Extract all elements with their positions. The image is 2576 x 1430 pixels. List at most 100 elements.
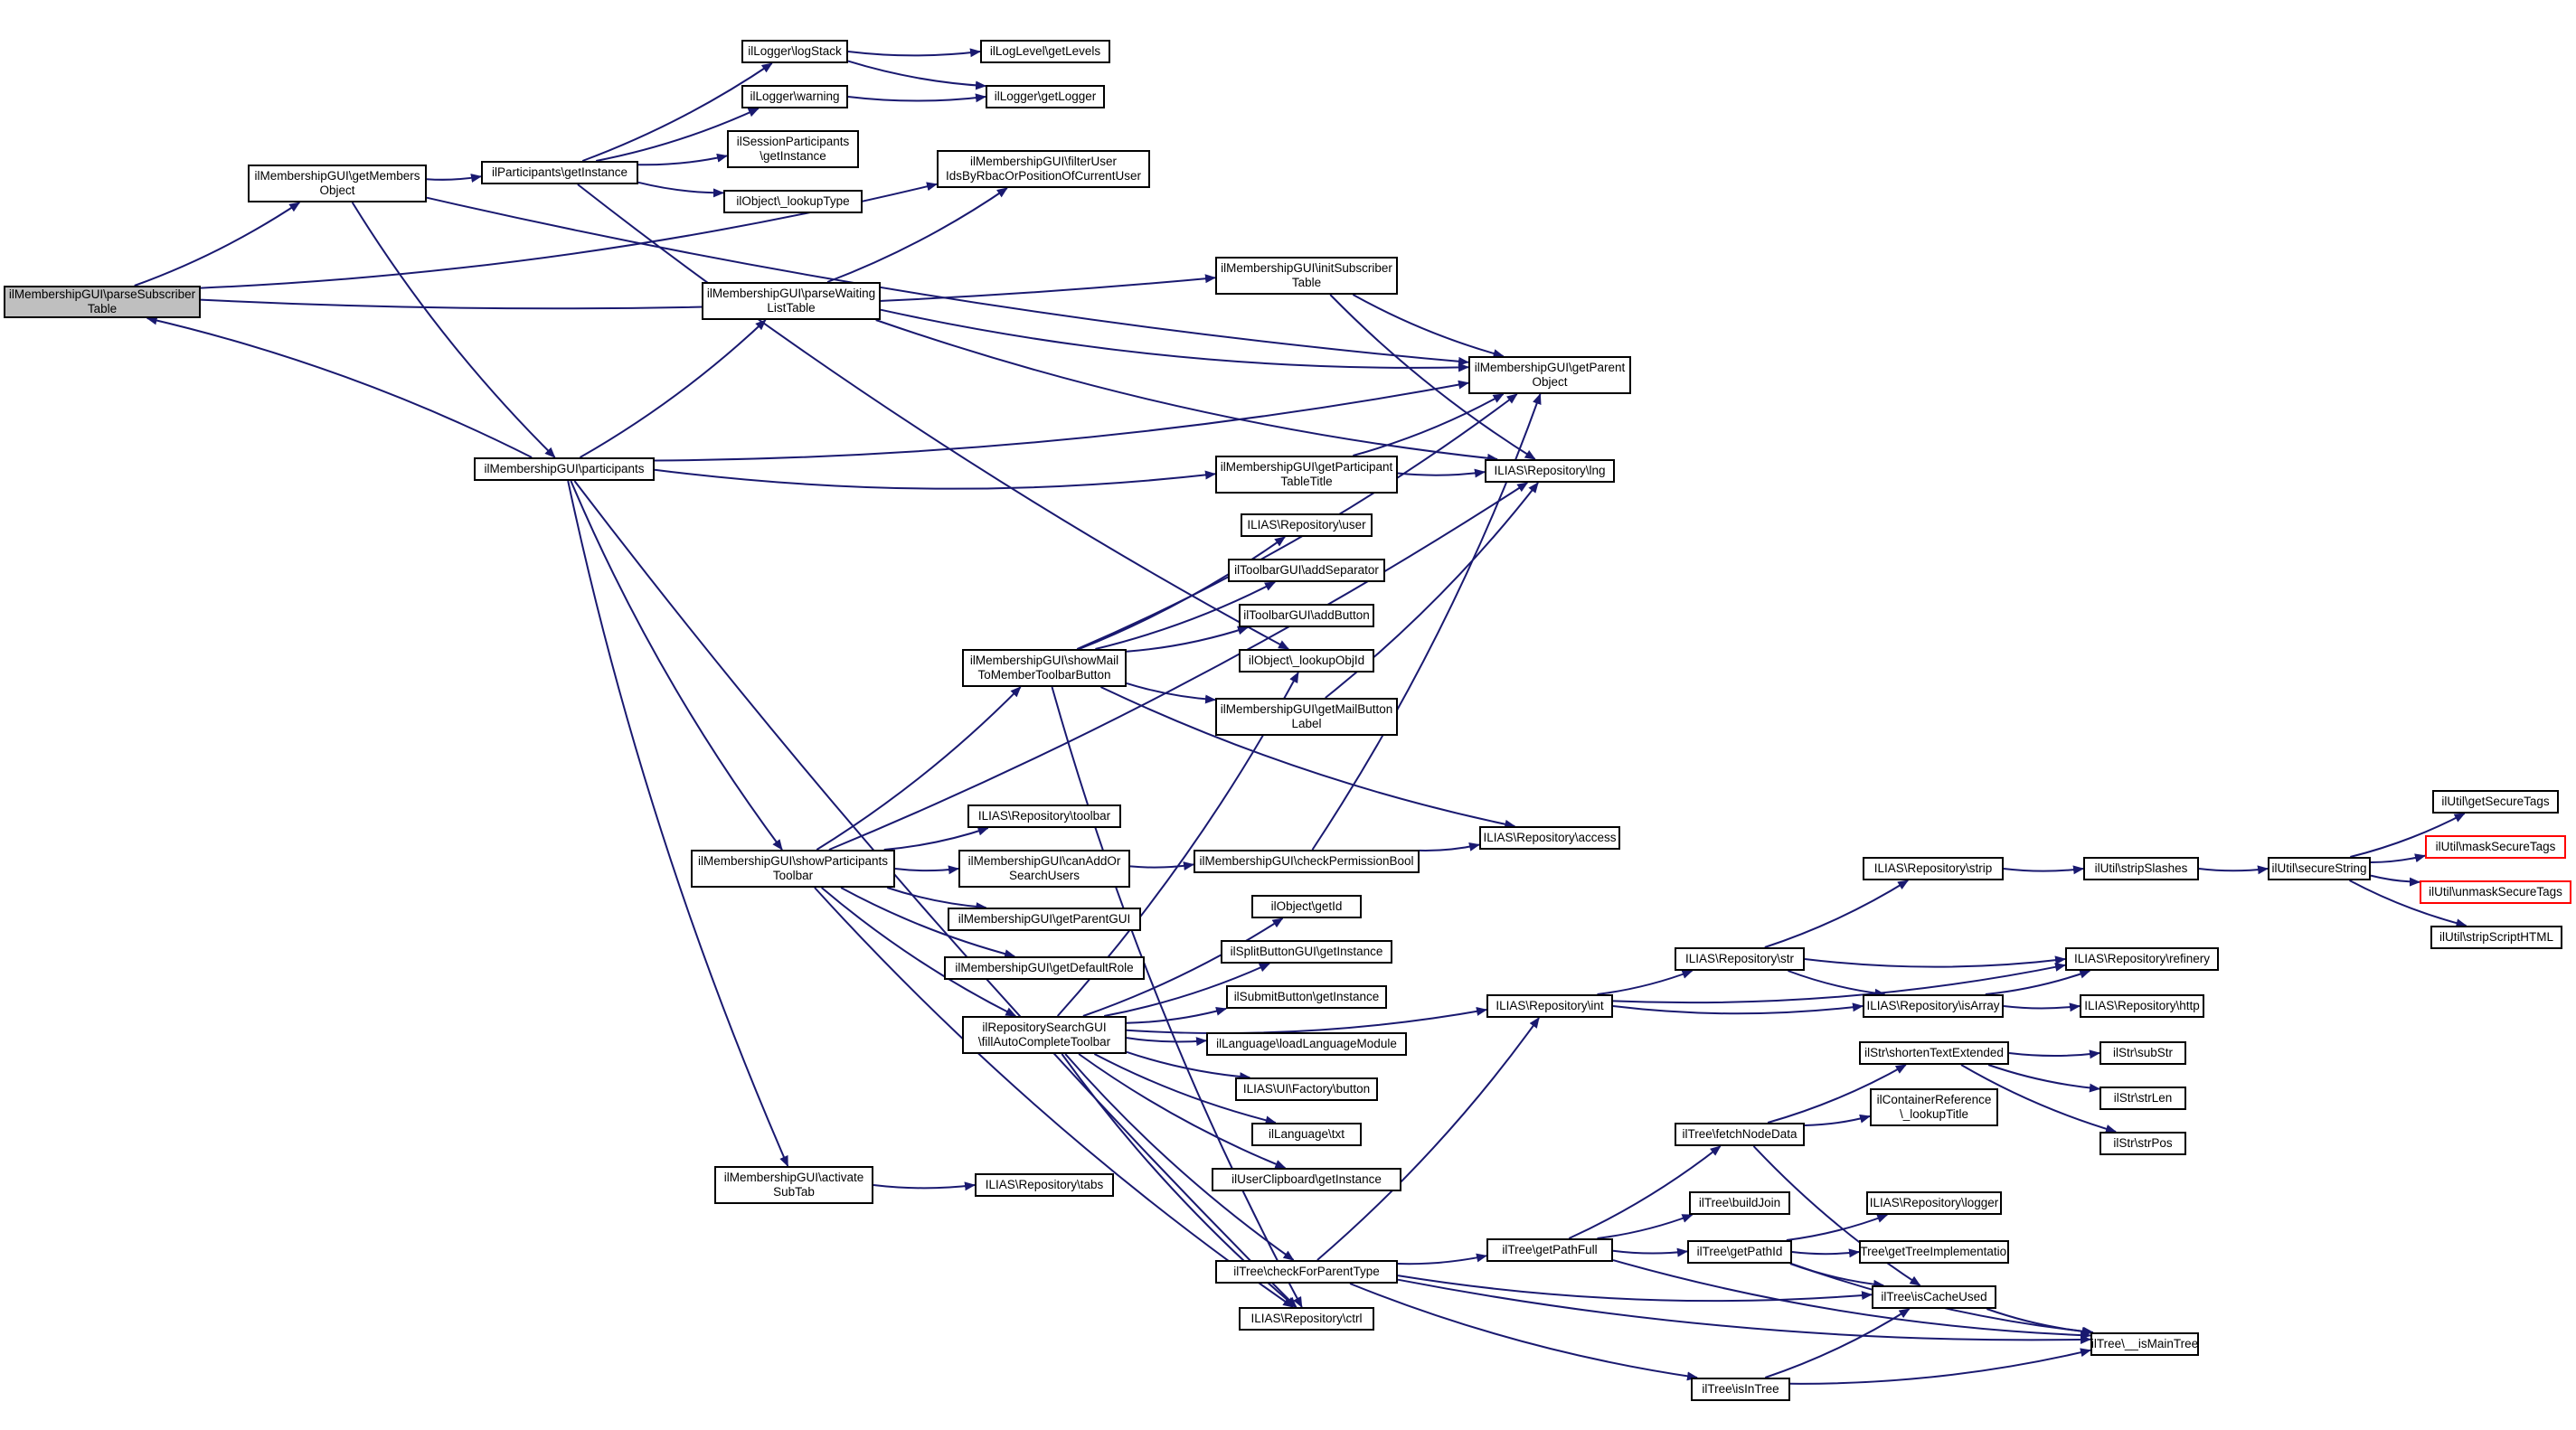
edge-parse-waiting-list-table-to-get-parent-object	[880, 308, 1469, 372]
node-can-add-or-search-users[interactable]: ilMembershipGUI\canAddOr SearchUsers	[958, 850, 1130, 888]
node-filter-user[interactable]: ilMembershipGUI\filterUser IdsByRbacOrPo…	[937, 150, 1150, 188]
edge-participants-to-show-participants-toolbar	[570, 480, 783, 851]
node-get-members-object[interactable]: ilMembershipGUI\getMembers Object	[248, 165, 427, 202]
node-refinery[interactable]: ILIAS\Repository\refinery	[2065, 947, 2219, 971]
node-repo-str[interactable]: ILIAS\Repository\str	[1675, 947, 1805, 971]
node-language-txt[interactable]: ilLanguage\txt	[1251, 1123, 1362, 1146]
node-lookup-obj-id[interactable]: ilObject\_lookupObjId	[1239, 649, 1374, 673]
node-is-main-tree[interactable]: ilTree\__isMainTree	[2090, 1332, 2199, 1356]
node-logger-warning[interactable]: ilLogger\warning	[741, 85, 848, 108]
node-get-parent-object[interactable]: ilMembershipGUI\getParent Object	[1468, 356, 1631, 394]
node-str-len[interactable]: ilStr\strLen	[2099, 1087, 2186, 1110]
node-get-path-full[interactable]: ilTree\getPathFull	[1486, 1238, 1613, 1262]
node-repo-user[interactable]: ILIAS\Repository\user	[1241, 513, 1373, 537]
edge-get-path-id-to-get-tree-impl	[1791, 1248, 1860, 1258]
node-participants[interactable]: ilMembershipGUI\participants	[474, 457, 655, 481]
edge-check-for-parent-type-to-get-path-full	[1397, 1253, 1487, 1265]
edge-is-in-tree-to-is-main-tree	[1789, 1348, 2091, 1385]
edge-check-for-parent-type-to-repo-int	[1316, 1017, 1540, 1261]
edge-repo-int-to-is-array	[1612, 1002, 1864, 1015]
node-submit-button[interactable]: ilSubmitButton\getInstance	[1226, 985, 1387, 1009]
node-repo-toolbar[interactable]: ILIAS\Repository\toolbar	[967, 804, 1121, 828]
edge-repo-int-to-refinery	[1612, 962, 2066, 1004]
node-parse-subscriber-table[interactable]: ilMembershipGUI\parseSubscriber Table	[4, 286, 201, 318]
node-get-tree-impl[interactable]: ilTree\getTreeImplementation	[1859, 1240, 2009, 1264]
node-clipboard[interactable]: ilUserClipboard\getInstance	[1212, 1168, 1401, 1191]
node-parse-waiting-list-table[interactable]: ilMembershipGUI\parseWaiting ListTable	[702, 282, 881, 320]
node-check-permission-bool[interactable]: ilMembershipGUI\checkPermissionBool	[1194, 850, 1420, 873]
node-strip-script-html[interactable]: ilUtil\stripScriptHTML	[2430, 926, 2562, 949]
node-activate-sub-tab[interactable]: ilMembershipGUI\activate SubTab	[714, 1166, 873, 1204]
node-repo-int[interactable]: ILIAS\Repository\int	[1486, 994, 1613, 1018]
edge-check-for-parent-type-to-is-in-tree	[1349, 1283, 1698, 1381]
node-repo-ctrl[interactable]: ILIAS\Repository\ctrl	[1239, 1307, 1374, 1331]
node-fill-auto-complete[interactable]: ilRepositorySearchGUI \fillAutoCompleteT…	[962, 1016, 1127, 1054]
node-session-participants[interactable]: ilSessionParticipants \getInstance	[727, 130, 859, 168]
edge-show-mail-to-repo-user	[1079, 536, 1286, 650]
node-fetch-node-data[interactable]: ilTree\fetchNodeData	[1675, 1123, 1805, 1146]
edge-logger-log-stack-to-log-level-get-levels	[847, 48, 981, 58]
edge-show-participants-toolbar-to-get-parent-gui	[886, 887, 987, 912]
node-log-level-get-levels[interactable]: ilLogLevel\getLevels	[980, 40, 1110, 63]
edge-participants-to-activate-sub-tab	[567, 480, 789, 1167]
node-factory-button[interactable]: ILIAS\UI\Factory\button	[1235, 1077, 1378, 1101]
edge-shorten-text-to-str-pos	[1960, 1064, 2117, 1134]
node-mask-secure-tags[interactable]: ilUtil\maskSecureTags	[2425, 835, 2566, 859]
node-secure-string[interactable]: ilUtil\secureString	[2268, 857, 2371, 880]
node-container-ref[interactable]: ilContainerReference \_lookupTitle	[1870, 1088, 1998, 1126]
node-lng[interactable]: ILIAS\Repository\lng	[1485, 459, 1615, 483]
node-repo-http[interactable]: ILIAS\Repository\http	[2080, 994, 2204, 1018]
edge-repo-strip-to-strip-slashes	[2003, 865, 2084, 875]
edge-fill-auto-complete-to-clipboard	[1078, 1053, 1287, 1169]
node-logger-log-stack[interactable]: ilLogger\logStack	[741, 40, 848, 63]
node-add-button[interactable]: ilToolbarGUI\addButton	[1239, 604, 1374, 627]
node-get-secure-tags[interactable]: ilUtil\getSecureTags	[2432, 790, 2559, 814]
node-repo-tabs[interactable]: ILIAS\Repository\tabs	[975, 1173, 1114, 1197]
node-shorten-text[interactable]: ilStr\shortenTextExtended	[1859, 1041, 2009, 1065]
node-is-cache-used[interactable]: ilTree\isCacheUsed	[1872, 1285, 1996, 1309]
node-object-get-id[interactable]: ilObject\getId	[1251, 895, 1362, 918]
node-logger-get-logger[interactable]: ilLogger\getLogger	[986, 85, 1105, 108]
node-get-path-id[interactable]: ilTree\getPathId	[1687, 1240, 1792, 1264]
edge-is-array-to-repo-http	[2003, 1002, 2081, 1012]
node-init-subscriber-table[interactable]: ilMembershipGUI\initSubscriber Table	[1215, 257, 1398, 295]
edge-check-for-parent-type-to-is-cache-used	[1397, 1275, 1873, 1303]
node-lookup-type[interactable]: ilObject\_lookupType	[723, 190, 863, 213]
node-sub-str[interactable]: ilStr\subStr	[2099, 1041, 2186, 1065]
node-strip-slashes[interactable]: ilUtil\stripSlashes	[2083, 857, 2199, 880]
node-load-language-module[interactable]: ilLanguage\loadLanguageModule	[1206, 1032, 1407, 1056]
node-participants-get-instance[interactable]: ilParticipants\getInstance	[481, 161, 638, 184]
node-show-participants-toolbar[interactable]: ilMembershipGUI\showParticipants Toolbar	[691, 850, 895, 888]
node-check-for-parent-type[interactable]: ilTree\checkForParentType	[1215, 1260, 1398, 1284]
edge-secure-string-to-unmask-secure-tags	[2370, 874, 2420, 887]
node-get-mail-button-label[interactable]: ilMembershipGUI\getMailButton Label	[1215, 698, 1398, 736]
node-repo-access[interactable]: ILIAS\Repository\access	[1479, 826, 1620, 850]
edge-is-array-to-refinery	[1985, 969, 2091, 995]
edge-is-in-tree-to-is-cache-used	[1764, 1308, 1911, 1378]
edge-participants-to-parse-waiting-list-table	[580, 319, 767, 458]
node-split-button[interactable]: ilSplitButtonGUI\getInstance	[1221, 940, 1392, 964]
node-get-default-role[interactable]: ilMembershipGUI\getDefaultRole	[944, 956, 1145, 980]
edge-get-path-full-to-build-join	[1597, 1214, 1694, 1239]
edge-fetch-node-data-to-is-cache-used	[1752, 1145, 1921, 1286]
node-get-parent-gui[interactable]: ilMembershipGUI\getParentGUI	[948, 908, 1141, 931]
edge-init-subscriber-table-to-get-parent-object	[1352, 294, 1505, 358]
node-repo-logger[interactable]: ILIAS\Repository\logger	[1866, 1191, 2002, 1215]
edge-get-path-full-to-is-main-tree	[1612, 1259, 2091, 1341]
node-show-mail[interactable]: ilMembershipGUI\showMail ToMemberToolbar…	[962, 649, 1127, 687]
node-add-separator[interactable]: ilToolbarGUI\addSeparator	[1228, 559, 1385, 582]
edge-show-mail-to-add-separator	[1095, 581, 1276, 650]
edge-show-participants-toolbar-to-repo-toolbar	[883, 826, 989, 851]
node-repo-strip[interactable]: ILIAS\Repository\strip	[1863, 857, 2004, 880]
node-build-join[interactable]: ilTree\buildJoin	[1689, 1191, 1790, 1215]
node-unmask-secure-tags[interactable]: ilUtil\unmaskSecureTags	[2420, 880, 2571, 904]
edge-fill-auto-complete-to-factory-button	[1126, 1050, 1251, 1082]
edge-participants-get-instance-to-logger-warning	[596, 108, 760, 162]
edge-get-members-object-to-get-parent-object	[426, 196, 1469, 366]
node-is-array[interactable]: ILIAS\Repository\isArray	[1863, 994, 2004, 1018]
node-is-in-tree[interactable]: ilTree\isInTree	[1691, 1378, 1790, 1401]
edge-get-participant-table-title-to-get-parent-object	[1353, 393, 1505, 456]
node-str-pos[interactable]: ilStr\strPos	[2099, 1132, 2186, 1155]
node-get-participant-table-title[interactable]: ilMembershipGUI\getParticipant TableTitl…	[1215, 456, 1398, 494]
